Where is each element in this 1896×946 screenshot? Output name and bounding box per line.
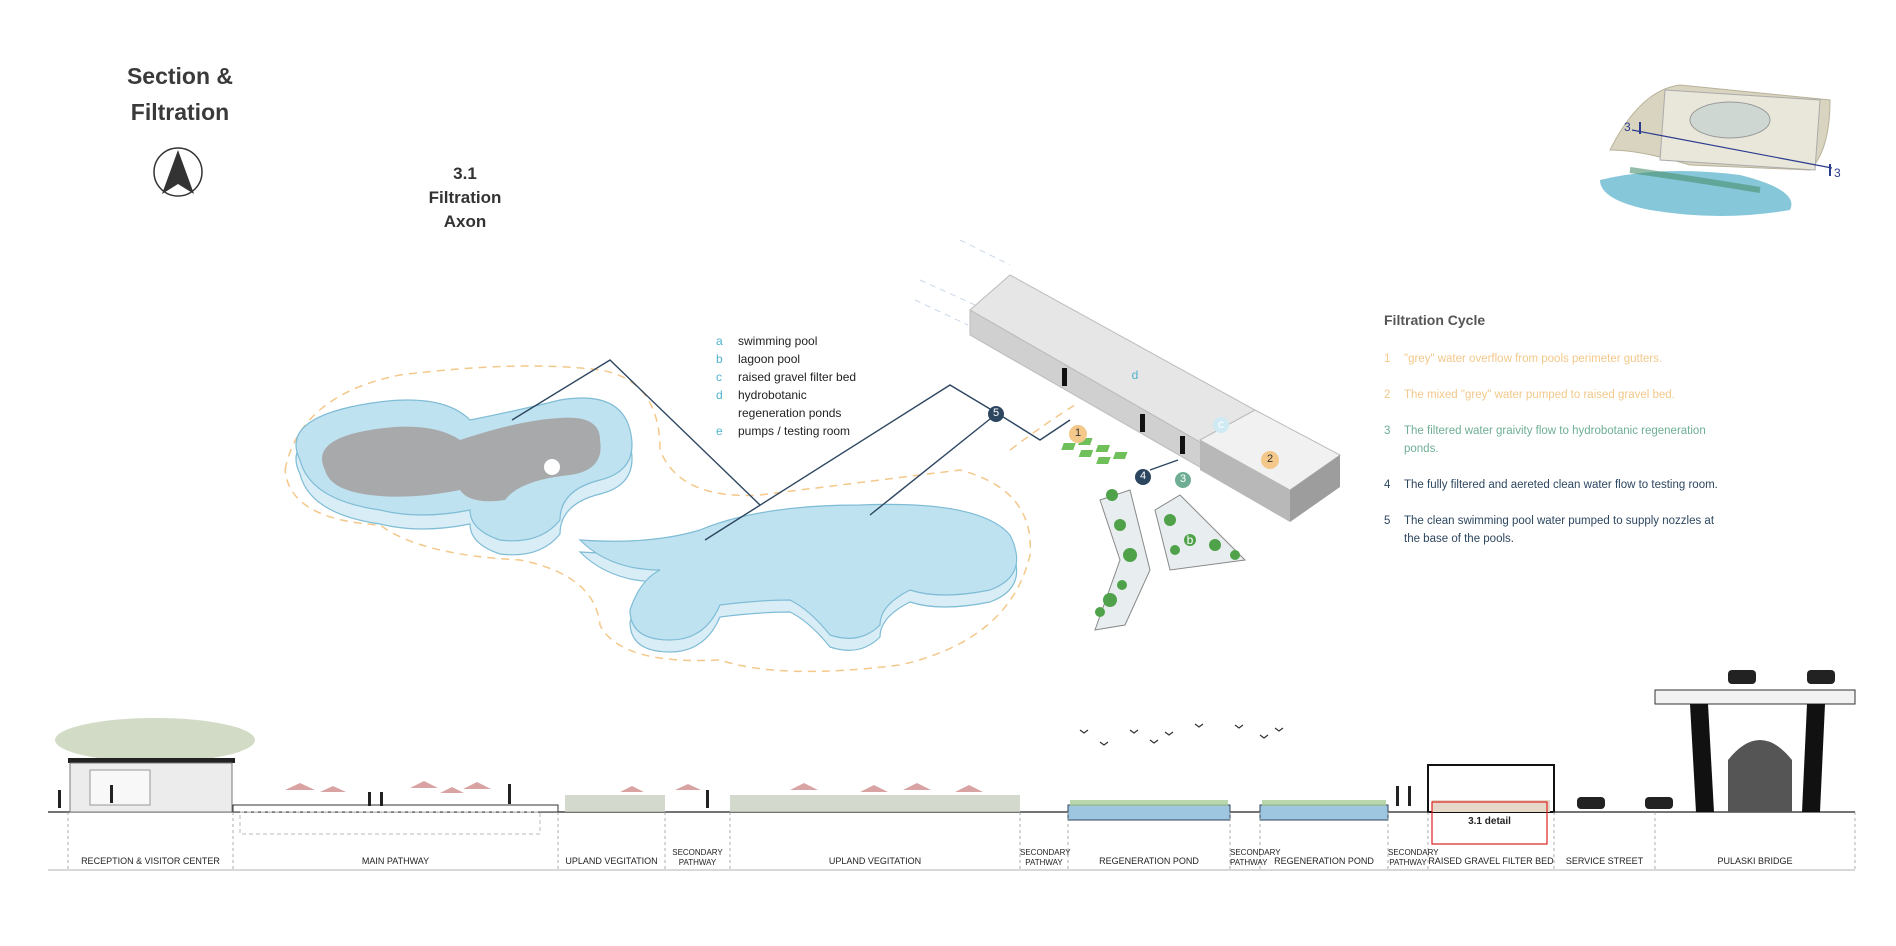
legend-label: regeneration ponds [738, 406, 842, 420]
marker-d: d [1131, 368, 1139, 382]
page-title-line2: Filtration [130, 99, 230, 125]
marker-b: b [1186, 533, 1194, 547]
section-label: REGENERATION POND [1099, 856, 1199, 866]
marker-2: 2 [1266, 453, 1274, 465]
section-label: RECEPTION & VISITOR CENTER [81, 856, 220, 866]
north-arrow-icon [153, 147, 203, 197]
legend-label: swimming pool [738, 334, 818, 348]
legend-key: a [716, 334, 723, 348]
flow-markers [544, 406, 1279, 488]
section-label: UPLAND VEGITATION [565, 856, 658, 866]
legend-label: hydrobotanic [738, 388, 807, 402]
legend-item: a swimming pool [716, 332, 856, 350]
cycle-item: 5 The clean swimming pool water pumped to… [1384, 512, 1724, 548]
marker-3: 3 [1179, 473, 1187, 485]
keymap-section-left: 3 [1624, 120, 1631, 134]
section-label: SERVICE STREET [1565, 856, 1644, 866]
section-label: PULASKI BRIDGE [1717, 856, 1793, 866]
marker-4: 4 [1139, 470, 1147, 482]
cycle-item-text: The filtered water graivity flow to hydr… [1404, 425, 1706, 455]
axon-line3: Axon [443, 212, 487, 231]
marker-c: c [1218, 417, 1224, 431]
axon-line2: Filtration [428, 188, 502, 207]
pulaski-bridge [1654, 689, 1856, 812]
filtration-cycle-list: 1 "grey" water overflow from pools perime… [1384, 350, 1724, 566]
zone-dividers [67, 812, 1856, 870]
legend-label: pumps / testing room [738, 424, 851, 438]
people [58, 784, 1411, 808]
detail-callout: 3.1 detail [1468, 816, 1511, 827]
marker-1: 1 [1074, 427, 1082, 439]
legend-key: b [716, 352, 723, 366]
section-label: SECONDARY PATHWAY [1020, 848, 1071, 867]
axon-heading: 3.1 Filtration Axon [410, 162, 520, 234]
cycle-item: 1 "grey" water overflow from pools perime… [1384, 350, 1724, 368]
cycle-item-number: 5 [1384, 515, 1391, 527]
legend-label: lagoon pool [738, 352, 801, 366]
pool-legend: a swimming pool b lagoon pool c raised gravel… [716, 332, 856, 440]
cycle-item-text: The mixed "grey" water pumped to raised … [1404, 389, 1675, 401]
legend-item: regeneration ponds [716, 404, 856, 422]
site-section [48, 670, 1856, 871]
reception-building [55, 718, 255, 813]
cycle-item: 2 The mixed "grey" water pumped to raised… [1384, 386, 1724, 404]
cycle-item-number: 2 [1384, 389, 1391, 401]
umbrellas [285, 781, 983, 793]
grey-water-flow-path [284, 365, 1076, 673]
section-label: RAISED GRAVEL FILTER BED [1428, 856, 1554, 866]
page-title-line1: Section & [126, 63, 234, 89]
cycle-item-number: 4 [1384, 479, 1391, 491]
legend-label: raised gravel filter bed [738, 370, 857, 384]
section-label: SECONDARY PATHWAY [672, 848, 723, 867]
cycle-item-number: 1 [1384, 353, 1391, 365]
legend-item: b lagoon pool [716, 350, 856, 368]
section-label: UPLAND VEGITATION [828, 856, 922, 866]
key-map [1600, 84, 1833, 216]
cycle-item: 3 The filtered water graivity flow to hyd… [1384, 422, 1724, 458]
swimming-pool-a [295, 397, 633, 556]
hydrobotanic-ponds [1094, 489, 1247, 631]
section-label: SECONDARY PATHWAY [1230, 848, 1281, 867]
cycle-item: 4 The fully filtered and aereted clean wa… [1384, 476, 1724, 494]
cycle-item-number: 3 [1384, 425, 1391, 437]
section-label: MAIN PATHWAY [361, 856, 430, 866]
lagoon-pool-b [578, 503, 1018, 653]
keymap-section-right: 3 [1834, 166, 1841, 180]
cycle-item-text: "grey" water overflow from pools perimet… [1404, 353, 1663, 365]
legend-key: d [716, 388, 723, 402]
filtration-cycle-title: Filtration Cycle [1384, 312, 1486, 328]
legend-item: c raised gravel filter bed [716, 368, 856, 386]
birds [1079, 723, 1284, 746]
legend-item: e pumps / testing room [716, 422, 856, 440]
section-label: REGENERATION POND [1274, 856, 1374, 866]
marker-a: a [549, 459, 557, 473]
cycle-item-text: The clean swimming pool water pumped to … [1404, 515, 1715, 545]
section-label: SECONDARY PATHWAY [1388, 848, 1439, 867]
axon-number: 3.1 [453, 164, 477, 183]
page-title: Section & Filtration [100, 58, 260, 130]
cars [1577, 670, 1835, 809]
legend-key: c [716, 370, 722, 384]
legend-key: e [716, 424, 723, 438]
marker-5: 5 [992, 407, 1000, 419]
legend-key [716, 404, 738, 422]
legend-item: d hydrobotanic [716, 386, 856, 404]
raised-gravel-filter-bed [914, 239, 1341, 522]
cycle-item-text: The fully filtered and aereted clean wat… [1404, 479, 1718, 491]
